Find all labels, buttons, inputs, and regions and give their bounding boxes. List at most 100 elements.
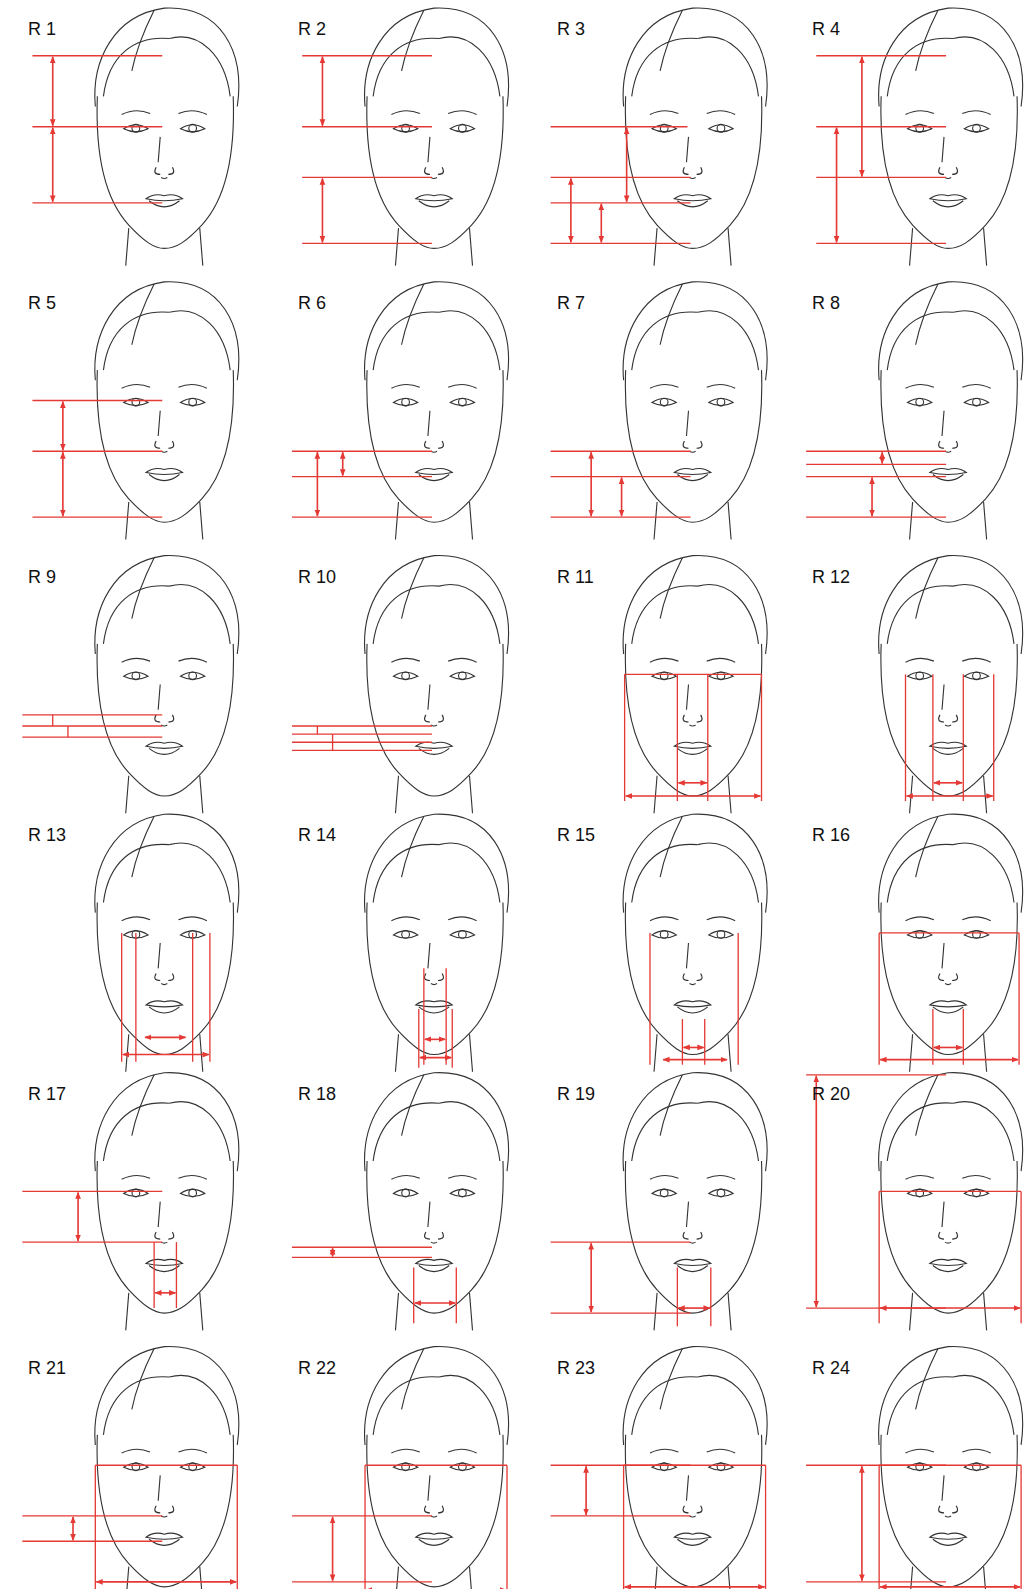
measure-line	[292, 1247, 432, 1248]
face-sketch-line	[709, 1463, 733, 1470]
face-sketch-line	[200, 776, 203, 814]
face-sketch-line	[984, 776, 987, 814]
face-sketch-line	[95, 1346, 239, 1445]
measure-line	[551, 516, 691, 517]
measure-line	[52, 715, 53, 726]
face-sketch-line	[438, 167, 443, 174]
face-sketch-line	[697, 1506, 702, 1513]
measure-arrow	[317, 452, 319, 516]
face-sketch-line	[916, 558, 938, 619]
measure-line	[292, 750, 432, 751]
face-sketch-line	[126, 1567, 129, 1589]
face-sketch-line	[469, 502, 472, 540]
measure-arrow	[77, 1192, 79, 1241]
eye-iris	[916, 124, 924, 132]
measure-line	[682, 1019, 683, 1065]
measure-line	[625, 674, 762, 675]
measure-arrow	[626, 795, 761, 797]
face-sketch-line	[728, 502, 731, 540]
face-sketch-line	[698, 311, 759, 370]
face-sketch-line	[908, 125, 932, 132]
face-sketch-line	[425, 973, 430, 980]
face-sketch-line	[632, 1103, 698, 1161]
measure-arrow	[332, 1248, 334, 1256]
face-sketch-line	[910, 502, 913, 540]
eye-iris	[717, 1463, 725, 1471]
measure-line	[761, 674, 762, 801]
face-sketch-line	[126, 1034, 129, 1072]
face-sketch-line	[469, 1293, 472, 1331]
face-sketch-line	[448, 658, 476, 662]
face-sketch-line	[906, 917, 934, 921]
face-sketch-line	[95, 282, 239, 381]
face-sketch-line	[654, 776, 657, 814]
measure-arrow	[342, 452, 344, 475]
face-sketch-line	[683, 715, 688, 722]
face-sketch-line	[439, 311, 500, 370]
face-panel	[292, 282, 508, 540]
measure-line	[816, 243, 946, 244]
face-sketch-line	[439, 843, 500, 902]
face-sketch-line	[709, 399, 733, 406]
face-sketch-line	[964, 125, 988, 132]
face-sketch-line	[674, 1259, 711, 1265]
face-sketch-line	[697, 973, 702, 980]
face-sketch-line	[103, 1377, 169, 1435]
measure-line	[176, 1242, 177, 1308]
face-panel	[302, 8, 508, 266]
face-sketch-line	[450, 672, 474, 679]
face-sketch-line	[97, 1435, 233, 1587]
face-sketch-line	[690, 984, 696, 985]
measure-line	[932, 1009, 933, 1065]
face-sketch-line	[425, 1232, 430, 1239]
face-sketch-line	[146, 1001, 183, 1007]
face-sketch-line	[149, 475, 179, 481]
face-sketch-line	[916, 10, 938, 71]
face-panel	[95, 814, 239, 1072]
face-sketch-line	[178, 917, 206, 921]
face-sketch-line	[97, 1161, 233, 1313]
measure-arrow	[871, 478, 873, 517]
face-sketch-line	[984, 1567, 987, 1589]
measure-arrow	[62, 402, 64, 451]
face-sketch-line	[124, 399, 148, 406]
face-sketch-line	[683, 1506, 688, 1513]
face-sketch-line	[677, 1265, 707, 1271]
face-panel	[22, 1346, 238, 1589]
face-sketch-line	[395, 1567, 398, 1589]
face-sketch-line	[168, 441, 173, 448]
face-sketch-line	[169, 585, 230, 644]
measure-arrow	[881, 452, 883, 463]
face-sketch-line	[395, 502, 398, 540]
face-sketch-line	[103, 38, 169, 96]
face-sketch-line	[654, 228, 657, 266]
face-sketch-line	[149, 1539, 179, 1545]
panel-label: R 17	[28, 1085, 66, 1103]
face-sketch-line	[448, 1449, 476, 1453]
face-sketch-line	[942, 411, 944, 436]
face-sketch-line	[654, 1293, 657, 1331]
eye-iris	[973, 931, 981, 939]
measure-line	[551, 1312, 691, 1313]
face-sketch-line	[373, 38, 439, 96]
measure-line	[292, 451, 432, 452]
face-sketch-line	[964, 1189, 988, 1196]
face-sketch-line	[660, 816, 682, 877]
face-panel	[816, 8, 1022, 266]
eye-iris	[132, 398, 140, 406]
face-sketch-line	[95, 1073, 239, 1172]
face-sketch-line	[690, 725, 696, 726]
face-sketch-line	[652, 1463, 676, 1470]
measure-line	[879, 932, 1019, 933]
eye-iris	[132, 672, 140, 680]
face-sketch-line	[660, 1075, 682, 1136]
face-sketch-line	[425, 441, 430, 448]
face-sketch-line	[367, 644, 503, 796]
eye-iris	[717, 1189, 725, 1197]
face-sketch-line	[402, 1075, 424, 1136]
face-sketch-line	[984, 1034, 987, 1072]
face-sketch-line	[881, 1161, 1017, 1313]
face-sketch-line	[419, 475, 449, 481]
eye-iris	[973, 398, 981, 406]
face-sketch-line	[650, 1175, 678, 1179]
